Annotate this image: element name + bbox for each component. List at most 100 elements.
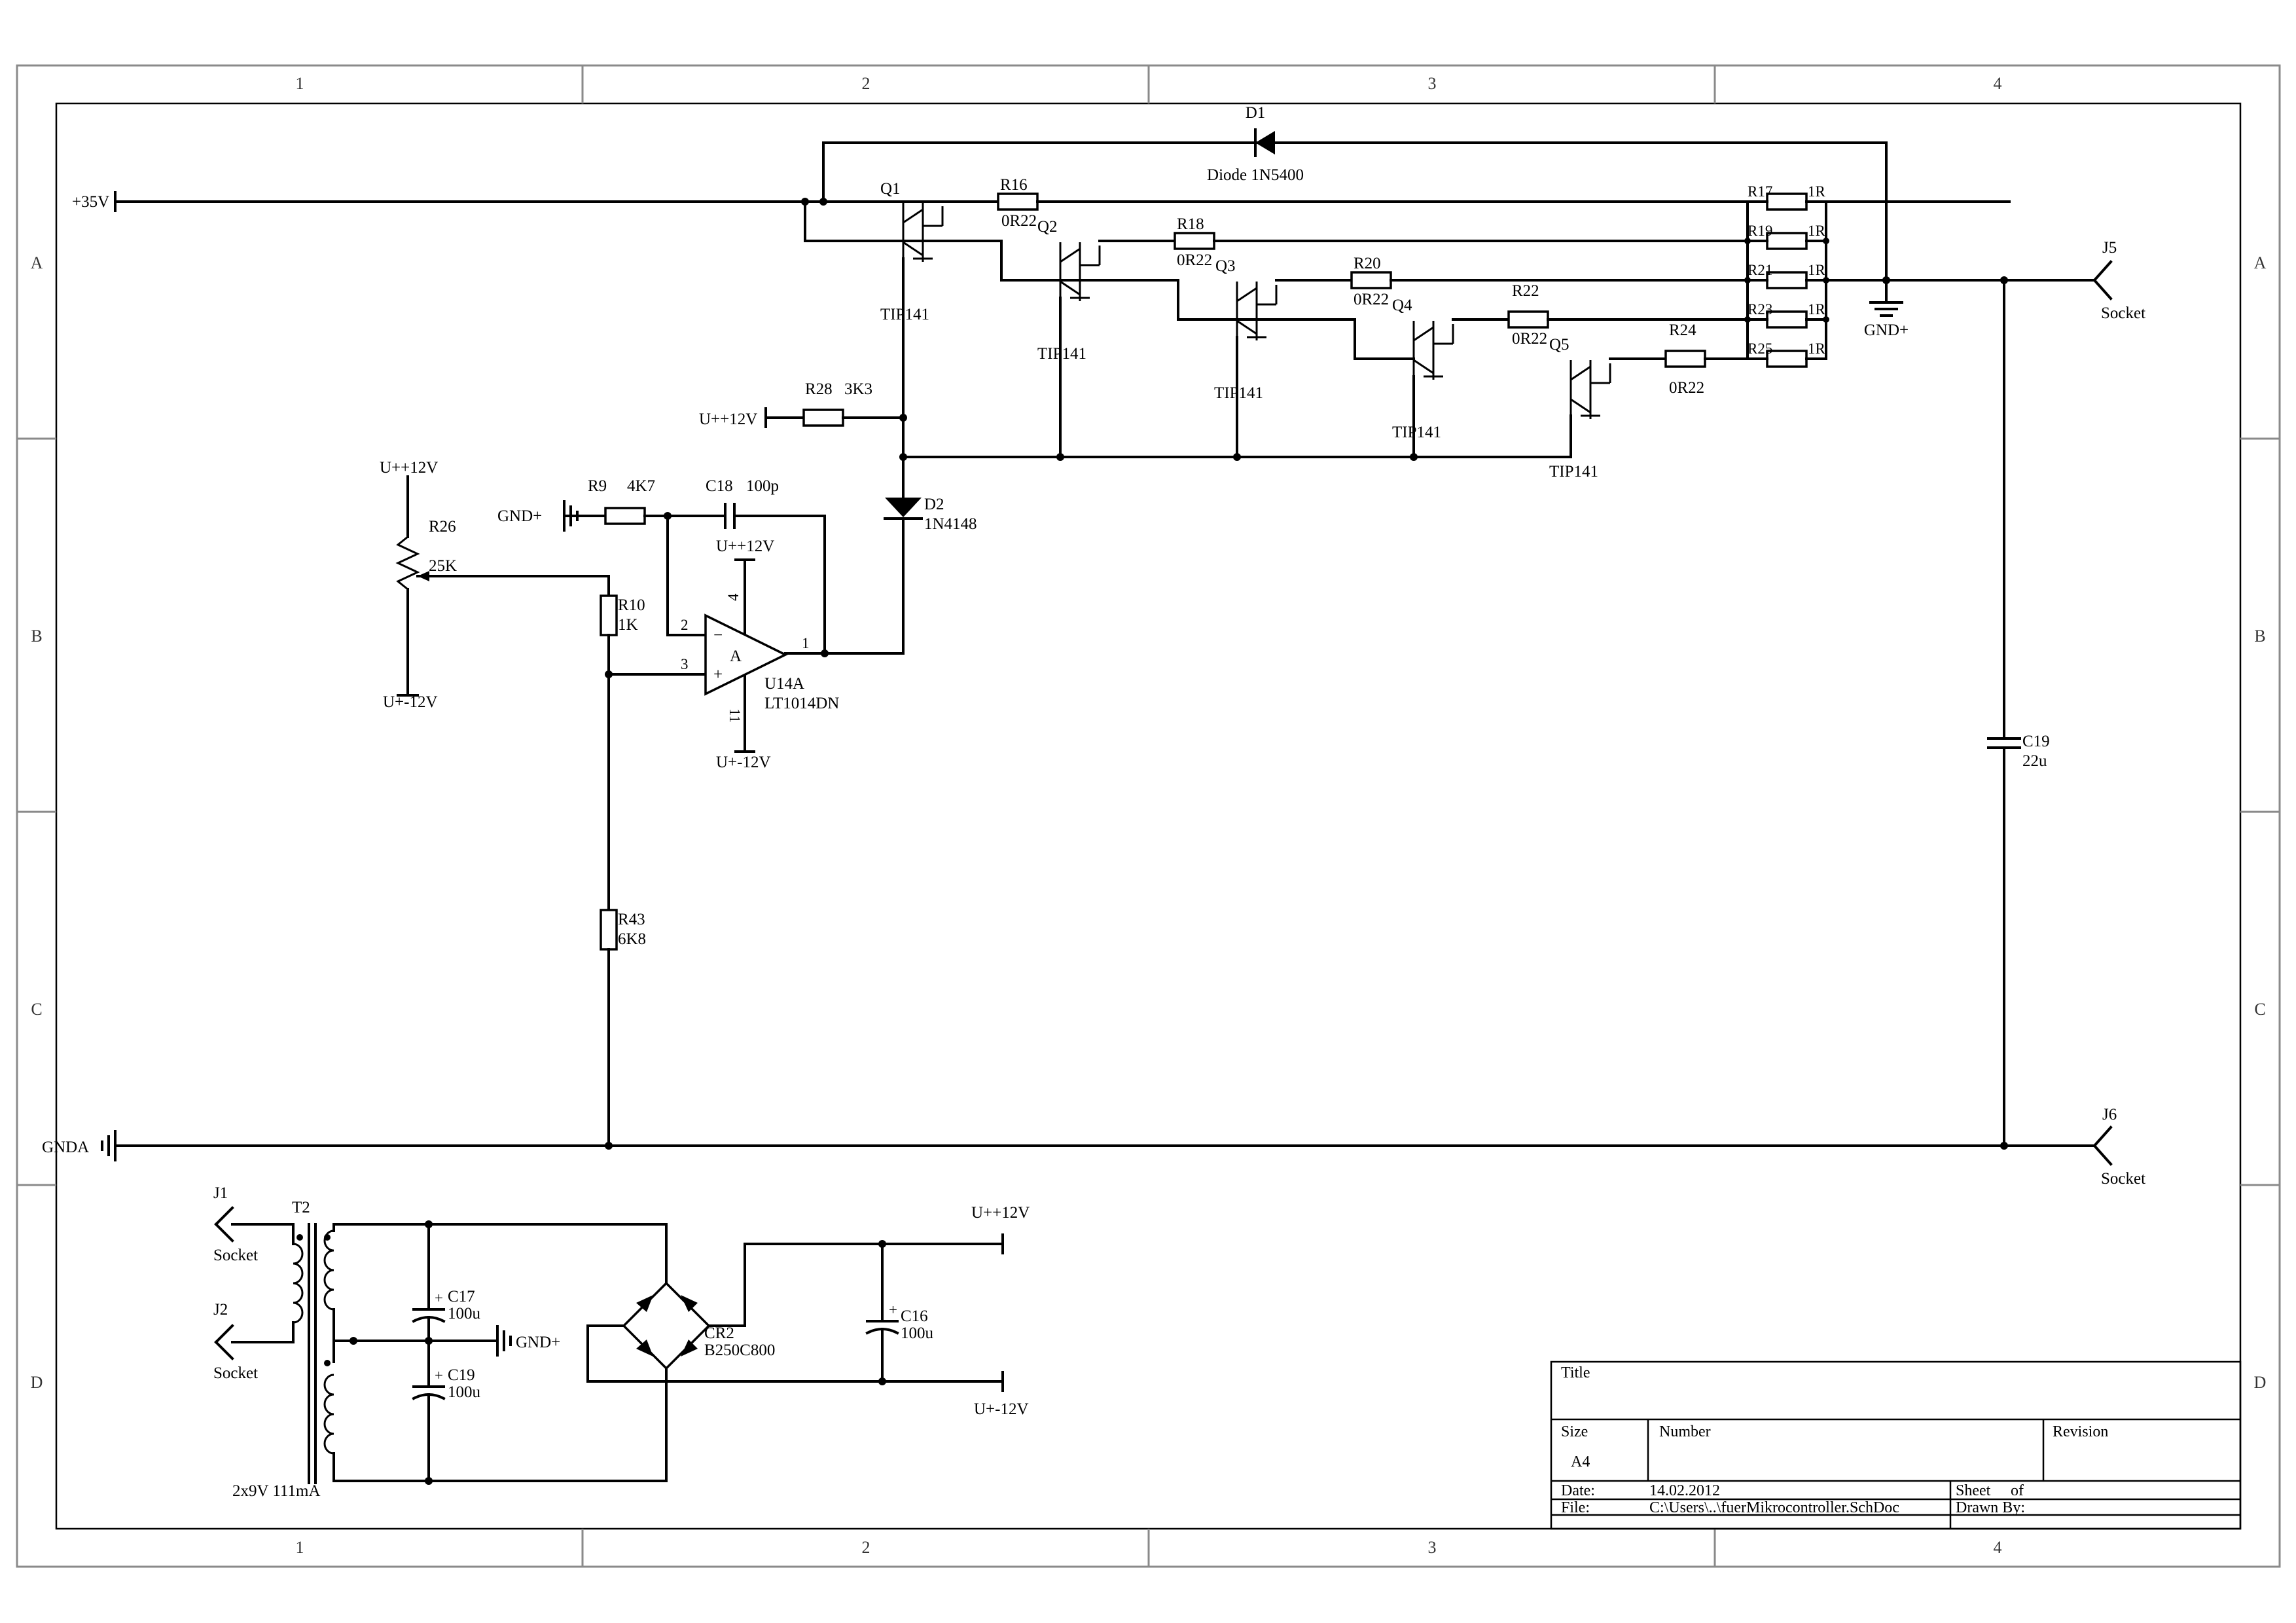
- j6-value: Socket: [2101, 1170, 2145, 1188]
- resistor-r10: [600, 594, 618, 636]
- c17-plus-icon: +: [435, 1290, 443, 1306]
- r20-value: 0R22: [1354, 291, 1389, 308]
- col-label-bottom-3: 3: [1428, 1538, 1437, 1557]
- tb-size-label: Size: [1561, 1423, 1588, 1440]
- net-label-upp12-b: U++12V: [380, 459, 438, 477]
- resistor-bank-1r: R17 1R R19 1R R21 1R R23 1R R25 1R: [1744, 183, 1829, 368]
- net-label-upp12-a: U++12V: [699, 410, 757, 428]
- r16-value: 0R22: [1001, 212, 1037, 230]
- tb-file-label: File:: [1561, 1499, 1590, 1516]
- r19-ref: R19: [1748, 223, 1772, 239]
- tb-number-label: Number: [1659, 1423, 1711, 1440]
- q5-value: TIP141: [1549, 463, 1598, 481]
- transistor-q4: Q4 TIP141: [1392, 297, 1454, 441]
- col-label-top-3: 3: [1428, 74, 1437, 93]
- tb-date-label: Date:: [1561, 1482, 1595, 1499]
- resistor-r43: [600, 909, 618, 951]
- j5-ref: J5: [2102, 239, 2117, 257]
- cr2-value: B250C800: [704, 1341, 775, 1359]
- net-label-upm12-b: U+-12V: [716, 754, 771, 771]
- diode-d2-body: [885, 498, 922, 517]
- power-supply-section: J1 Socket J2 Socket T2 2x9V 111mA: [213, 1184, 1030, 1500]
- opamp-minus-icon: −: [713, 627, 723, 644]
- power-stage: +35V D1 Diode 1N5400 Q1 TIP141: [72, 104, 2145, 1147]
- tb-revision-label: Revision: [2053, 1423, 2108, 1440]
- u14a-pin-out: 1: [802, 635, 810, 651]
- transistor-q3: Q3 TIP141: [1214, 257, 1278, 402]
- u14a-pin-vm: 11: [726, 708, 743, 723]
- c19-ps-value: 100u: [448, 1383, 481, 1401]
- net-label-gnd-plus-c: GND+: [516, 1334, 560, 1351]
- row-label-left-C: C: [31, 1000, 42, 1019]
- diode-d1-body: [1255, 131, 1275, 155]
- row-label-right-C: C: [2254, 1000, 2265, 1019]
- j1-value: Socket: [213, 1247, 258, 1264]
- gnd-plus-symbol-a: GND+: [1864, 301, 1909, 339]
- net-label-gnd-plus-a: GND+: [1864, 321, 1909, 339]
- r10-value: 1K: [618, 616, 638, 634]
- j1-ref: J1: [213, 1184, 228, 1202]
- r21-ref: R21: [1748, 262, 1772, 278]
- transistor-q5: Q5 TIP141: [1549, 336, 1611, 481]
- q5-ref: Q5: [1549, 336, 1570, 354]
- connector-j2: J2 Socket: [213, 1301, 258, 1382]
- r17-value: 1R: [1808, 183, 1826, 200]
- t2-ref: T2: [292, 1199, 310, 1216]
- col-label-bottom-4: 4: [1994, 1538, 2002, 1557]
- r43-value: 6K8: [618, 930, 646, 948]
- d1-value: Diode 1N5400: [1207, 166, 1304, 184]
- r26-value: 25K: [429, 557, 457, 575]
- r17-ref: R17: [1748, 183, 1772, 200]
- r24-value: 0R22: [1669, 379, 1704, 397]
- d2-value: 1N4148: [924, 515, 977, 533]
- connector-j6: J6 Socket: [2092, 1106, 2145, 1188]
- u14a-pin-in-plus: 3: [681, 656, 689, 672]
- q4-value: TIP141: [1392, 424, 1441, 441]
- c16-value: 100u: [901, 1324, 934, 1342]
- resistor-r22: R22 0R22: [1507, 282, 1549, 348]
- c19-out-ref: C19: [2022, 733, 2050, 750]
- c19-ps-ref: C19: [448, 1366, 475, 1384]
- c17-value: 100u: [448, 1305, 481, 1322]
- tb-drawn-by-label: Drawn By:: [1956, 1499, 2025, 1516]
- tb-date-value: 14.02.2012: [1649, 1482, 1720, 1499]
- bridge-rectifier-cr2: CR2 B250C800: [622, 1281, 775, 1370]
- col-label-top-1: 1: [296, 74, 304, 93]
- r9-value: 4K7: [627, 477, 655, 495]
- resistor-r9: [604, 507, 646, 525]
- u14a-ref: U14A: [764, 675, 804, 693]
- net-label-upm12-a: U+-12V: [383, 693, 438, 711]
- net-label-gnd-plus-b: GND+: [497, 507, 542, 525]
- net-label-upp12-d: U++12V: [971, 1204, 1030, 1222]
- net-label-gnda: GNDA: [42, 1139, 89, 1156]
- r24-ref: R24: [1669, 321, 1696, 339]
- r26-ref: R26: [429, 518, 456, 536]
- col-label-top-2: 2: [862, 74, 870, 93]
- transistor-q2: Q2 TIP141: [1037, 218, 1101, 363]
- r25-value: 1R: [1808, 340, 1826, 357]
- resistor-r28: [802, 409, 844, 427]
- row-label-left-A: A: [31, 253, 43, 272]
- row-label-left-D: D: [31, 1373, 43, 1392]
- r19-value: 1R: [1808, 223, 1826, 239]
- u14a-value: LT1014DN: [764, 695, 839, 712]
- q1-value: TIP141: [880, 306, 929, 323]
- u14a-pin-in-minus: 2: [681, 617, 689, 633]
- connector-j1: J1 Socket: [213, 1184, 258, 1264]
- q2-value: TIP141: [1037, 345, 1086, 363]
- j6-ref: J6: [2102, 1106, 2117, 1123]
- r22-ref: R22: [1512, 282, 1539, 300]
- c19-out-value: 22u: [2022, 752, 2047, 770]
- resistor-r16: R16 0R22: [997, 176, 1039, 230]
- opamp-section: U++12V R26 25K U+-12V GND+ R9 4K7 C18 10…: [380, 459, 905, 1147]
- gnd-plus-symbol-c: [496, 1325, 512, 1357]
- u14a-unit: A: [730, 647, 742, 665]
- q2-ref: Q2: [1037, 218, 1058, 236]
- wire-d1-loop: [822, 141, 1888, 282]
- j2-ref: J2: [213, 1301, 228, 1319]
- resistor-r20: R20 0R22: [1350, 255, 1392, 308]
- cr2-ref: CR2: [704, 1324, 734, 1342]
- c18-value: 100p: [746, 477, 779, 495]
- tb-sheet-label: Sheet: [1956, 1482, 1991, 1499]
- r43-ref: R43: [618, 911, 645, 928]
